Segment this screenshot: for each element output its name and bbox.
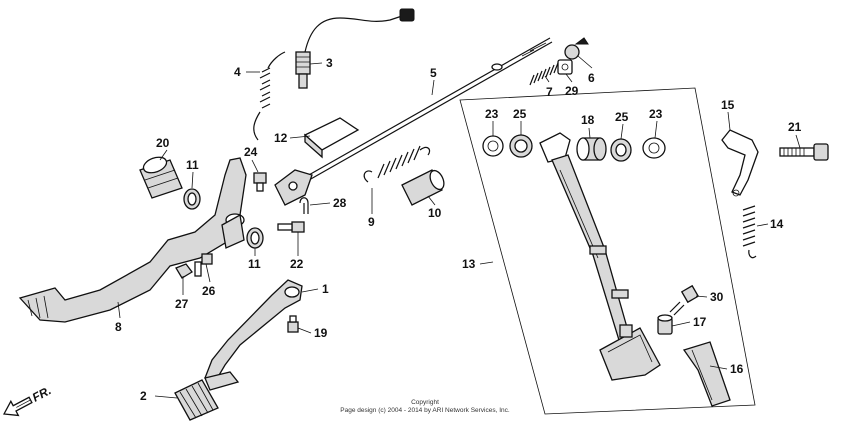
pivot-collar xyxy=(139,156,183,199)
stand-bracket xyxy=(721,129,759,197)
callout-16: 16 xyxy=(730,362,744,376)
rod-joint-bracket xyxy=(303,117,360,159)
bolt-24 xyxy=(253,172,267,192)
gearshift-lever xyxy=(204,279,303,391)
front-direction-arrow: FR. xyxy=(2,383,54,417)
side-stand xyxy=(539,132,661,381)
callout-8: 8 xyxy=(115,320,122,334)
bolt-21 xyxy=(779,143,829,161)
bolt-26 xyxy=(194,253,213,277)
brake-light-switch xyxy=(295,8,415,89)
collar-18 xyxy=(576,137,607,161)
callout-23a: 23 xyxy=(485,107,499,121)
callout-11b: 11 xyxy=(248,257,261,271)
callout-11a: 11 xyxy=(186,158,199,172)
bolt-30 xyxy=(669,284,700,316)
collar-17 xyxy=(657,314,673,335)
bolt-19 xyxy=(287,315,299,333)
callout-23b: 23 xyxy=(649,107,663,121)
spring-sleeve xyxy=(401,169,445,206)
callout-29: 29 xyxy=(565,84,579,98)
callout-30: 30 xyxy=(710,290,724,304)
bracket-spring xyxy=(742,205,757,259)
callout-10: 10 xyxy=(428,206,442,220)
callout-28: 28 xyxy=(333,196,347,210)
washer-23-right xyxy=(642,137,666,159)
wing-nut xyxy=(564,37,589,60)
callout-24: 24 xyxy=(244,145,258,159)
callout-13: 13 xyxy=(462,257,476,271)
brake-rod-joint xyxy=(557,59,573,75)
rod-end-joint xyxy=(274,169,313,206)
callout-6: 6 xyxy=(588,71,595,85)
callout-25b: 25 xyxy=(615,110,629,124)
switch-spring xyxy=(253,51,286,141)
shift-rubber xyxy=(174,379,219,421)
callout-4: 4 xyxy=(234,65,241,79)
callout-3: 3 xyxy=(326,56,333,70)
brake-rod xyxy=(299,37,553,185)
bolt-22 xyxy=(277,221,305,233)
callout-2: 2 xyxy=(140,389,147,403)
callout-5: 5 xyxy=(430,66,437,80)
callout-27: 27 xyxy=(175,297,189,311)
copyright-line-1: Copyright xyxy=(411,399,439,406)
cotter-pin xyxy=(299,197,309,214)
leader-lines xyxy=(117,55,801,399)
callout-21: 21 xyxy=(788,120,802,134)
callout-7: 7 xyxy=(546,85,553,99)
callout-26: 26 xyxy=(202,284,216,298)
callout-25a: 25 xyxy=(513,107,527,121)
callout-22: 22 xyxy=(290,257,304,271)
callout-9: 9 xyxy=(368,215,375,229)
washer-23-left xyxy=(482,135,504,157)
brake-pedal xyxy=(18,157,247,323)
callout-15: 15 xyxy=(721,98,735,112)
rod-spring xyxy=(529,62,559,86)
stand-spring xyxy=(363,145,431,183)
front-label: FR. xyxy=(30,383,54,404)
callout-17: 17 xyxy=(693,315,707,329)
callout-1: 1 xyxy=(322,282,329,296)
nut-27 xyxy=(175,263,193,279)
sidestand-group-box xyxy=(459,87,756,415)
callout-14: 14 xyxy=(770,217,784,231)
stand-pad xyxy=(682,341,731,407)
callout-19: 19 xyxy=(314,326,328,340)
callouts: 1 2 3 4 5 6 7 8 9 10 11 11 12 13 14 15 1… xyxy=(115,56,802,403)
callout-18: 18 xyxy=(581,113,595,127)
copyright-line-2: Page design (c) 2004 - 2014 by ARI Netwo… xyxy=(340,407,510,414)
callout-20: 20 xyxy=(156,136,170,150)
callout-12: 12 xyxy=(274,131,288,145)
